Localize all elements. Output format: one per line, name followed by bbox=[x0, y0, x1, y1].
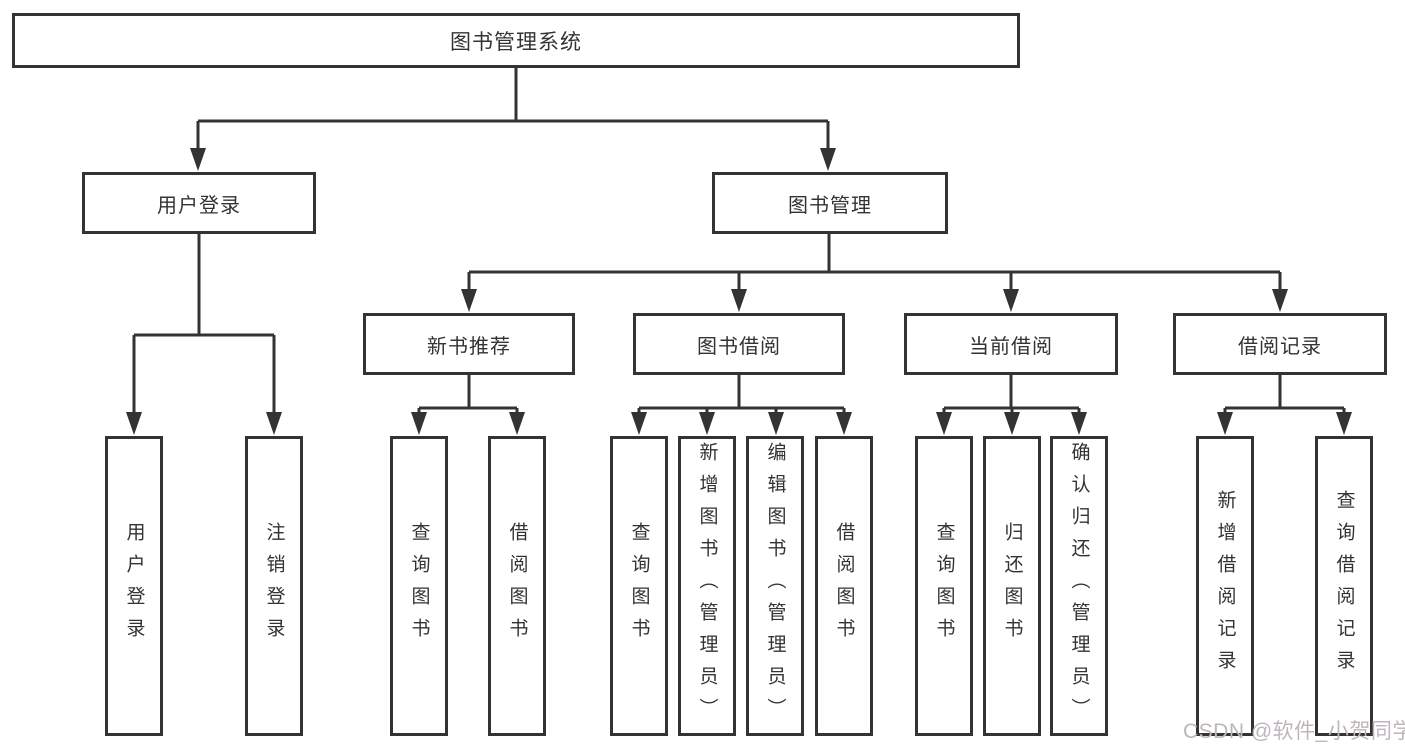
node-borrowing-records: 借阅记录 bbox=[1173, 313, 1387, 375]
leaf-bb-add-book-admin-label: 新增图书（管理员） bbox=[696, 442, 718, 730]
leaf-logout-label: 注销登录 bbox=[263, 522, 285, 650]
node-new-book-recommendation: 新书推荐 bbox=[363, 313, 575, 375]
leaf-bb-query-books: 查询图书 bbox=[610, 436, 668, 736]
leaf-br-add-borrow-record: 新增借阅记录 bbox=[1196, 436, 1254, 736]
leaf-br-add-borrow-record-label: 新增借阅记录 bbox=[1214, 490, 1236, 682]
leaf-bb-edit-book-admin-label: 编辑图书（管理员） bbox=[764, 442, 786, 730]
leaf-user-login: 用户登录 bbox=[105, 436, 163, 736]
leaf-cb-return-books-label: 归还图书 bbox=[1001, 522, 1023, 650]
node-book-borrowing: 图书借阅 bbox=[633, 313, 845, 375]
leaf-bb-borrow-books: 借阅图书 bbox=[815, 436, 873, 736]
leaf-logout: 注销登录 bbox=[245, 436, 303, 736]
leaf-nbr-query-books-label: 查询图书 bbox=[408, 522, 430, 650]
csdn-watermark: CSDN @软件_小贺同学 bbox=[1183, 720, 1405, 743]
leaf-cb-confirm-return-admin: 确认归还（管理员） bbox=[1050, 436, 1108, 736]
leaf-bb-add-book-admin: 新增图书（管理员） bbox=[678, 436, 736, 736]
leaf-br-query-borrow-record: 查询借阅记录 bbox=[1315, 436, 1373, 736]
leaf-nbr-borrow-books: 借阅图书 bbox=[488, 436, 546, 736]
leaf-nbr-query-books: 查询图书 bbox=[390, 436, 448, 736]
leaf-br-query-borrow-record-label: 查询借阅记录 bbox=[1333, 490, 1355, 682]
node-book-management-branch: 图书管理 bbox=[712, 172, 948, 234]
leaf-user-login-label: 用户登录 bbox=[123, 522, 145, 650]
node-current-borrowing: 当前借阅 bbox=[904, 313, 1118, 375]
leaf-bb-borrow-books-label: 借阅图书 bbox=[833, 522, 855, 650]
leaf-bb-query-books-label: 查询图书 bbox=[628, 522, 650, 650]
leaf-cb-query-books-label: 查询图书 bbox=[933, 522, 955, 650]
leaf-cb-return-books: 归还图书 bbox=[983, 436, 1041, 736]
leaf-cb-confirm-return-admin-label: 确认归还（管理员） bbox=[1068, 442, 1090, 730]
leaf-bb-edit-book-admin: 编辑图书（管理员） bbox=[746, 436, 804, 736]
leaf-cb-query-books: 查询图书 bbox=[915, 436, 973, 736]
node-user-login-branch: 用户登录 bbox=[82, 172, 316, 234]
node-library-management-system: 图书管理系统 bbox=[12, 13, 1020, 68]
leaf-nbr-borrow-books-label: 借阅图书 bbox=[506, 522, 528, 650]
